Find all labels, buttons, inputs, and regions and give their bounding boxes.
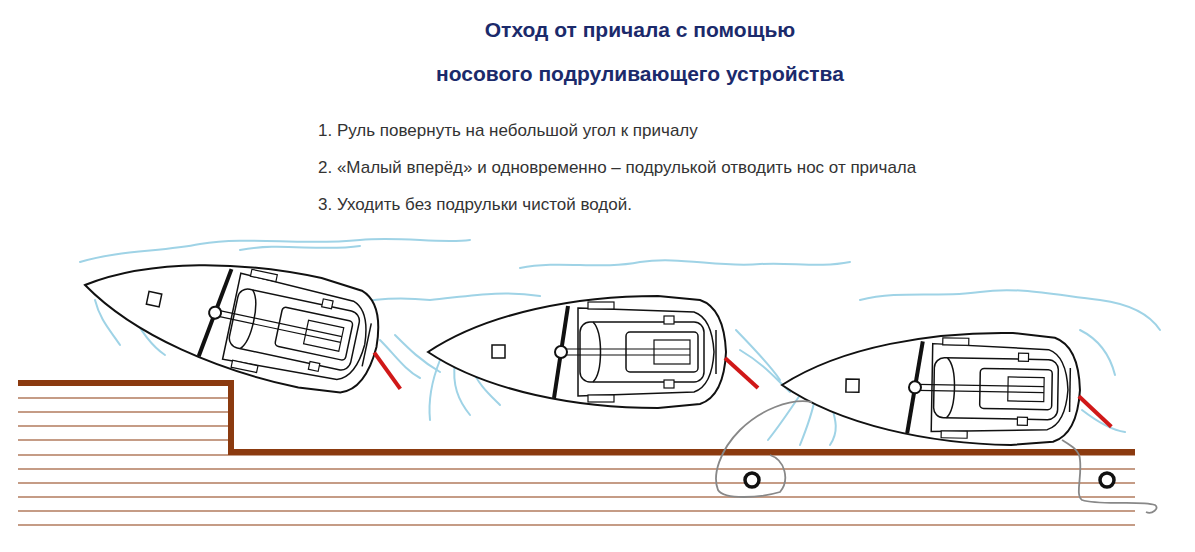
boat xyxy=(428,296,758,408)
instruction-text: 2. «Малый вперёд» и одновременно – подру… xyxy=(318,157,916,179)
bollard xyxy=(745,473,1114,487)
instruction-text: 1. Руль повернуть на небольшой угол к пр… xyxy=(318,120,698,142)
boat xyxy=(73,230,419,408)
mooring-line xyxy=(716,401,1157,512)
title: Отход от причала с помощью носового подр… xyxy=(434,8,846,96)
boat xyxy=(781,329,1113,447)
instruction-text: 3. Уходить без подрульки чистой водой. xyxy=(318,194,632,216)
